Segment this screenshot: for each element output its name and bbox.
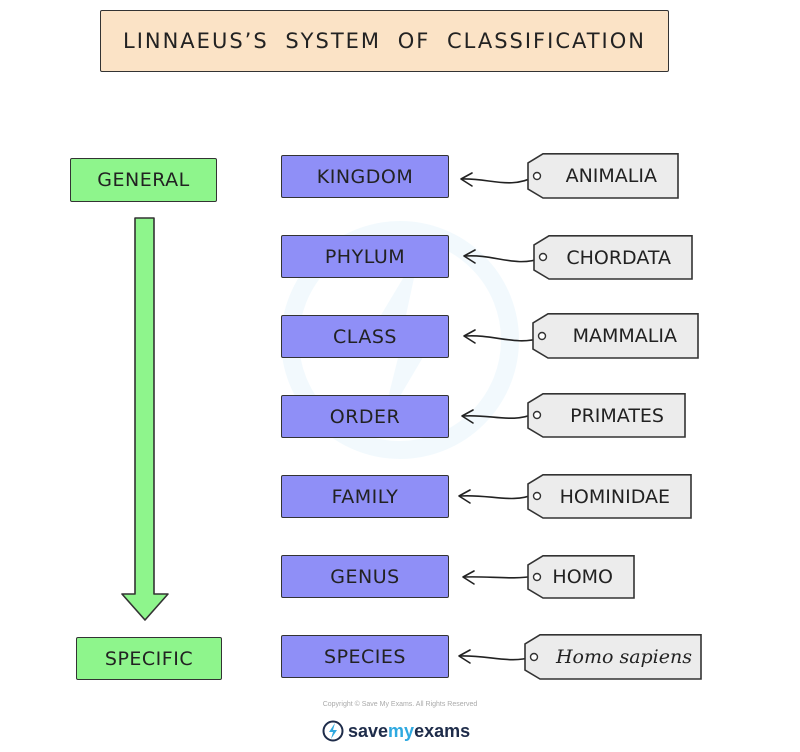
tag-mammalia: MAMMALIA [532, 313, 699, 359]
brand-my: my [388, 720, 415, 741]
connector-arrow-kingdom [461, 175, 537, 184]
tag-hominidae: HOMINIDAE [527, 474, 692, 519]
connector-arrow-genus [463, 575, 536, 579]
example-hominidae: HOMINIDAE [559, 485, 670, 508]
specific-label: SPECIFIC [76, 637, 222, 680]
down-arrow-icon [121, 217, 169, 621]
rank-genus: GENUS [281, 555, 449, 598]
general-label: GENERAL [70, 158, 217, 202]
tag-hole-icon [532, 491, 542, 501]
tag-hole-icon [537, 331, 547, 341]
example-animalia: ANIMALIA [565, 165, 657, 187]
connector-arrow-class [464, 335, 542, 342]
tag-chordata: CHORDATA [533, 235, 693, 280]
tag-hole-icon [532, 572, 542, 582]
tag-hole-icon [532, 171, 542, 181]
rank-species: SPECIES [281, 635, 449, 678]
brand-save: save [348, 720, 389, 741]
tag-animalia: ANIMALIA [527, 153, 679, 199]
lightning-icon [322, 720, 344, 742]
connector-arrow-order [462, 412, 537, 420]
example-homo: HOMO [552, 566, 613, 588]
example-mammalia: MAMMALIA [572, 325, 677, 347]
copyright-text: Copyright © Save My Exams. All Rights Re… [322, 701, 478, 708]
tag-homo: HOMO [527, 555, 635, 599]
connector-arrow-species [459, 655, 533, 661]
brand-exams: exams [414, 720, 471, 741]
example-homo-sapiens: Homo sapiens [555, 646, 692, 668]
diagram-title: LINNAEUS’S SYSTEM OF CLASSIFICATION [100, 10, 669, 72]
rank-family: FAMILY [281, 475, 449, 518]
tag-primates: PRIMATES [527, 393, 686, 438]
brand-logo: savemyexams [322, 718, 470, 744]
rank-order: ORDER [281, 395, 449, 438]
rank-class: CLASS [281, 315, 449, 358]
example-chordata: CHORDATA [566, 246, 671, 269]
connector-arrow-phylum [464, 255, 543, 263]
tag-homo-sapiens: Homo sapiens [524, 634, 702, 680]
rank-kingdom: KINGDOM [281, 155, 449, 198]
tag-hole-icon [538, 252, 548, 262]
tag-hole-icon [532, 410, 542, 420]
connector-arrow-family [459, 493, 536, 500]
rank-phylum: PHYLUM [281, 235, 449, 278]
tag-hole-icon [529, 652, 539, 662]
example-primates: PRIMATES [570, 404, 664, 427]
